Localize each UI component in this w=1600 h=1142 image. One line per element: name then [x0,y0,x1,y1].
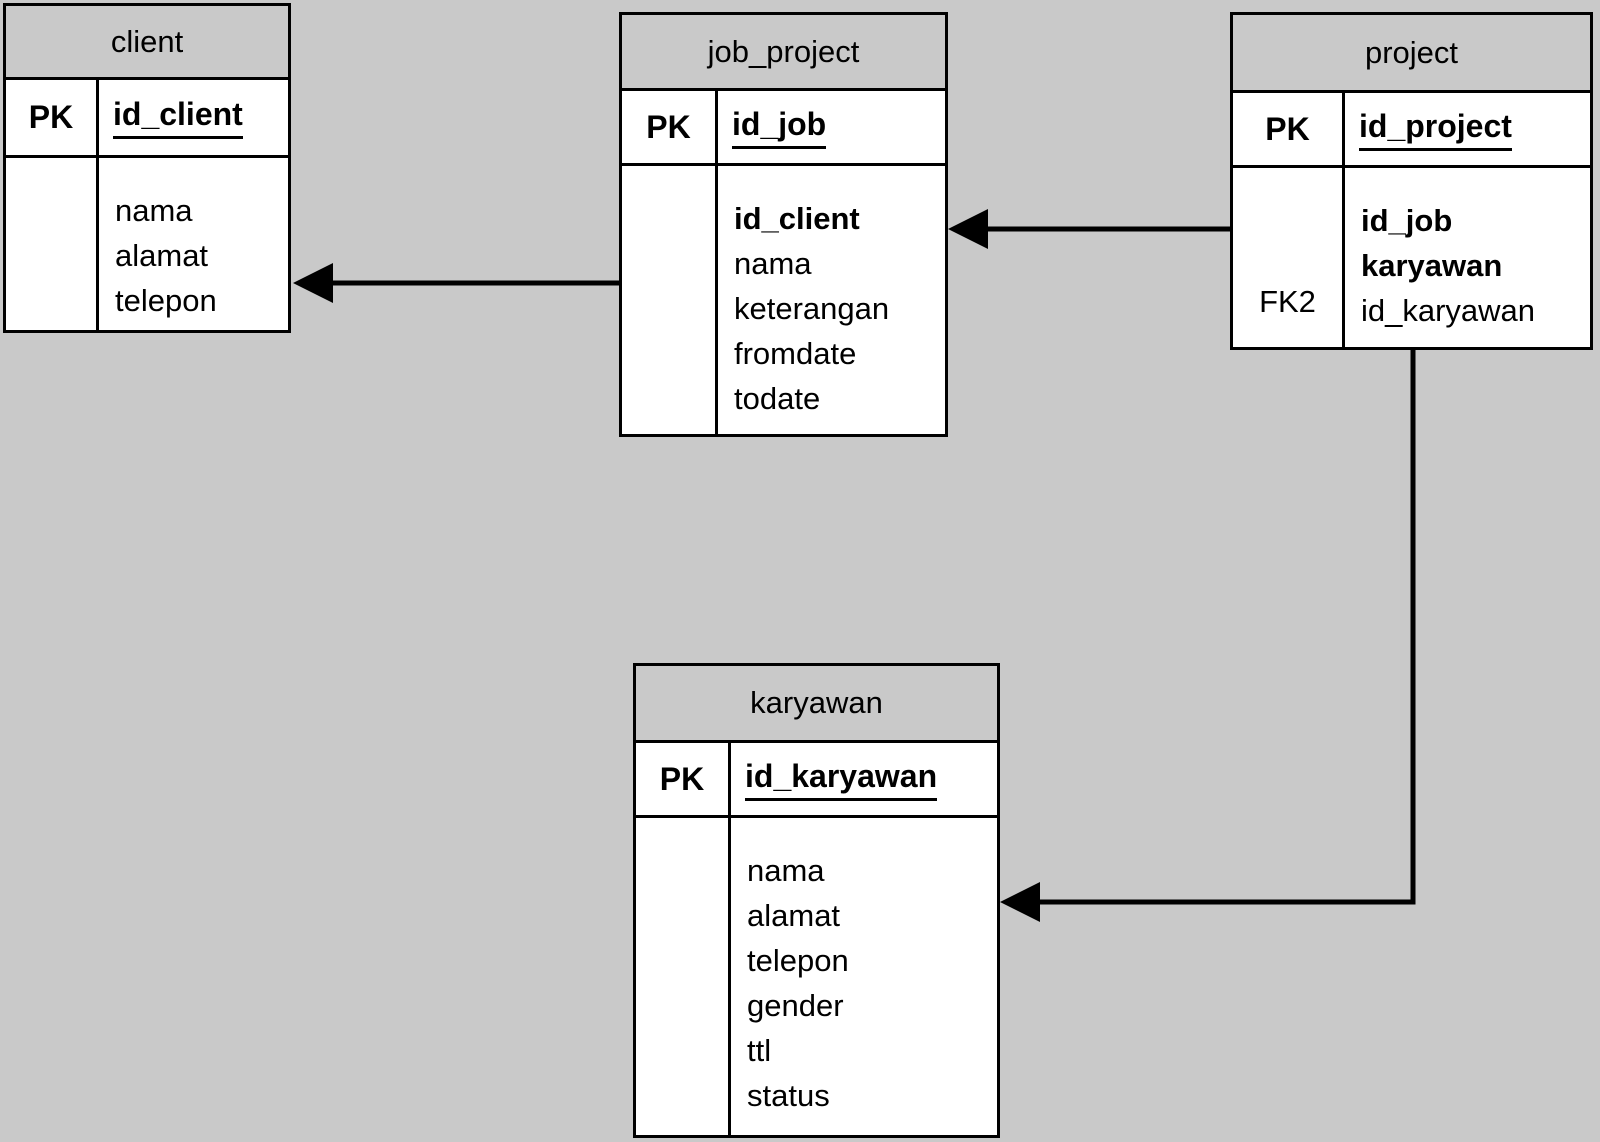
pk-field-id_job: id_job [732,106,827,149]
field-id_job: id_job [1361,203,1453,238]
pk-label: PK [622,91,718,163]
field-fromdate: fromdate [734,336,857,371]
field-telepon: telepon [747,943,849,978]
table-job-project-body: id_client nama keterangan fromdate todat… [622,166,945,434]
table-project-pk-row: PK id_project [1233,93,1590,168]
table-project-body: FK2 id_job karyawan id_karyawan [1233,168,1590,347]
field-nama: nama [115,193,193,228]
table-title-label: job_project [707,33,860,69]
table-job-project-pk-row: PK id_job [622,91,945,166]
pk-field-id_client: id_client [113,96,243,139]
field-gender: gender [747,988,844,1023]
field-alamat: alamat [115,238,209,273]
field-alamat: alamat [747,898,841,933]
relation-arrow-jobproject-to-client [293,263,619,303]
field-nama: nama [734,246,812,281]
pk-field-id_project: id_project [1359,108,1512,151]
fk2-label: FK2 [1259,284,1316,319]
table-karyawan: karyawan PK id_karyawan nama alamat tele… [633,663,1000,1138]
field-karyawan: karyawan [1361,248,1503,283]
table-title-label: karyawan [750,685,883,720]
field-status: status [747,1078,830,1113]
table-job-project-title: job_project [622,15,945,91]
key-column-empty [622,166,718,434]
table-job-project: job_project PK id_job id_client nama ket… [619,12,948,437]
table-client-body: nama alamat telepon [6,158,288,330]
table-title-label: client [110,23,184,59]
field-id_client: id_client [734,201,860,236]
table-karyawan-title: karyawan [636,666,997,743]
table-client: client PK id_client nama alamat telepon [3,3,291,333]
table-client-pk-row: PK id_client [6,80,288,158]
relation-arrow-project-to-karyawan [1000,350,1416,922]
table-karyawan-pk-row: PK id_karyawan [636,743,997,818]
field-ttl: ttl [747,1033,772,1068]
field-nama: nama [747,853,825,888]
key-column-empty [6,158,99,330]
field-todate: todate [734,381,821,416]
relation-arrow-project-to-jobproject [948,209,1230,249]
key-column-empty [636,818,731,1135]
pk-label: PK [636,743,731,815]
pk-field-id_karyawan: id_karyawan [745,758,938,801]
table-client-title: client [6,6,288,80]
pk-label: PK [6,80,99,155]
pk-label: PK [1233,93,1345,165]
table-project: project PK id_project FK2 id_job karyawa… [1230,12,1593,350]
table-title-label: project [1364,34,1459,70]
field-keterangan: keterangan [734,291,890,326]
field-id_karyawan: id_karyawan [1361,293,1536,328]
table-project-title: project [1233,15,1590,93]
table-karyawan-body: nama alamat telepon gender ttl status [636,818,997,1135]
field-telepon: telepon [115,283,217,318]
